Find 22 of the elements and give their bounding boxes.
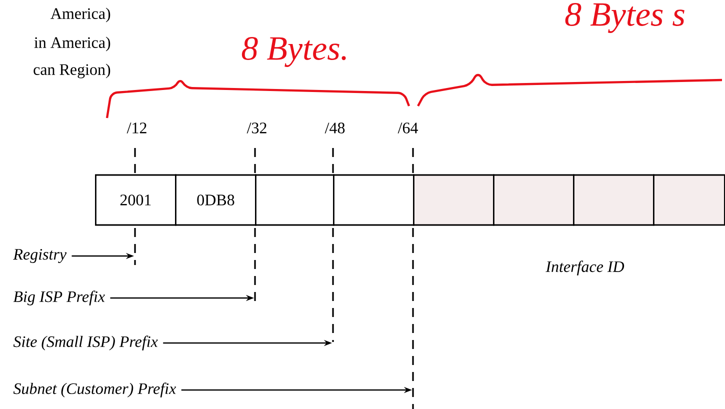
page-text: can Region) xyxy=(34,64,110,78)
prefix-length: /64 xyxy=(398,122,418,134)
address-cell xyxy=(573,174,654,226)
address-cell: 0DB8 xyxy=(175,174,256,226)
address-cell: 2001 xyxy=(95,174,176,226)
prefix-length: /12 xyxy=(126,122,146,134)
handwritten-note: 8 Bytes. xyxy=(242,37,346,67)
prefix-label: Site (Small ISP) Prefix xyxy=(13,336,158,350)
prefix-label: Registry xyxy=(13,248,67,264)
address-cell xyxy=(653,174,725,226)
page-text: America) xyxy=(50,8,110,22)
handwritten-note: 8 Bytes s xyxy=(565,3,684,33)
address-cell xyxy=(493,174,574,226)
prefix-length: /48 xyxy=(324,122,345,134)
field-label: Interface ID xyxy=(546,260,624,276)
page-text: in America) xyxy=(34,36,110,52)
address-cell xyxy=(413,174,494,226)
prefix-label: Big ISP Prefix xyxy=(13,290,105,306)
prefix-label: Subnet (Customer) Prefix xyxy=(13,382,176,398)
prefix-length: /32 xyxy=(246,122,266,134)
address-cell xyxy=(255,174,334,226)
address-cell xyxy=(333,174,414,226)
